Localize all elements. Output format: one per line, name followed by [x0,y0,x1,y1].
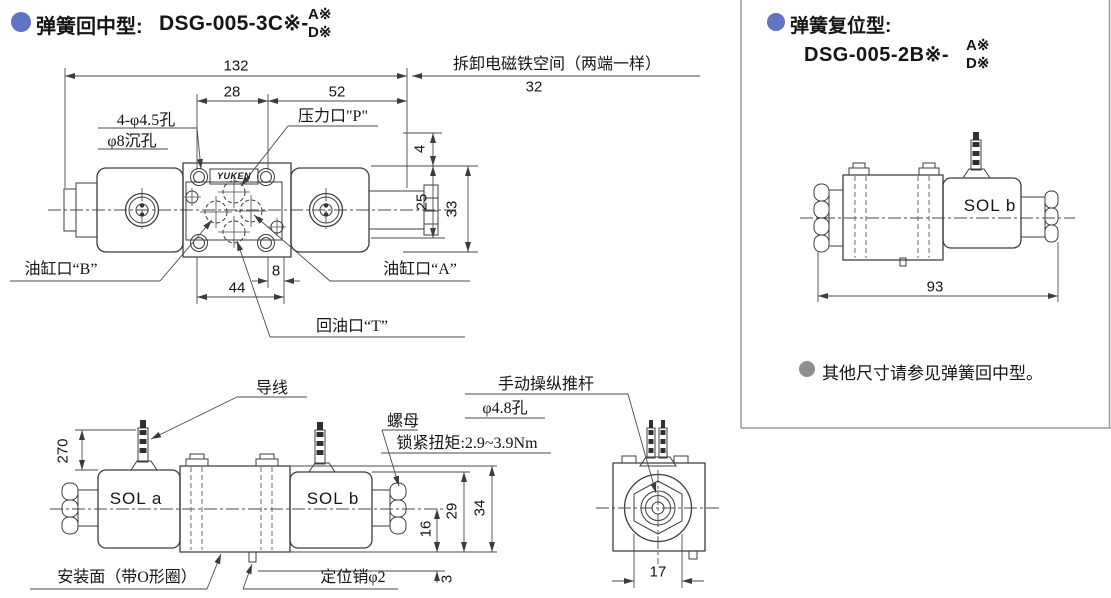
front-view-drawing [50,420,445,563]
dim-17-label: 17 [649,563,667,581]
right-panel-border [740,0,1111,429]
dim-270-label: 270 [54,438,72,464]
dim-16-label: 16 [417,520,435,538]
spring-centered-type-label: 弹簧回中型: [36,16,143,38]
dim-25-label: 25 [413,193,431,211]
spring-centered-option-a: A※ [308,6,332,23]
dim-33-label: 33 [443,200,461,218]
manual-push-rod-label: 手动操纵推杆 [497,376,595,393]
dim-8-label: 8 [271,262,281,280]
sol-b-label: SOL b [306,489,360,508]
section-bullet-icon [11,12,31,32]
spring-centered-model: DSG-005-3C※- [159,12,309,35]
port-a-label: 油缸口“A” [383,261,457,278]
spring-centered-option-d: D※ [308,24,332,41]
mounting-surface-label: 安装面（带O形圈） [57,569,197,586]
brand-logo: YUKEN [216,171,252,181]
nut-label: 螺母 [386,413,420,430]
dim-4-label: 4 [411,144,429,154]
dim-44-label: 44 [228,279,246,297]
holes-label-line2: φ8沉孔 [107,133,157,150]
note-bullet-icon [799,361,815,377]
dim-52-label: 52 [328,83,346,101]
dim-29-label: 29 [443,502,461,520]
lock-torque-label: 锁紧扭矩:2.9~3.9Nm [396,435,538,452]
dim-93-label: 93 [926,278,944,296]
spring-offset-option-a: A※ [966,37,990,54]
offset-sol-b-label: SOL b [963,196,1017,215]
dim-28-label: 28 [223,83,241,101]
top-view-drawing [48,162,456,258]
push-rod-hole-label: φ4.8孔 [482,400,528,417]
dim-34-label: 34 [471,499,489,517]
port-p-label: 压力口"P" [298,108,368,125]
section-bullet-icon [767,13,785,31]
offset-view-drawing [800,132,1075,302]
other-dimensions-note: 其他尺寸请参见弹簧回中型。 [822,364,1043,383]
locating-pin-label: 定位销φ2 [320,569,386,586]
spring-offset-type-label: 弹簧复位型: [790,16,892,37]
lead-wire-label: 导线 [255,380,289,397]
holes-label-line1: 4-φ4.5孔 [116,112,176,129]
spring-offset-model: DSG-005-2B※- [804,44,950,66]
front-view-dimensions [30,393,657,590]
port-t-label: 回油口“T” [316,318,388,335]
dim-3-label: 3 [438,574,456,584]
dim-32-label: 32 [525,78,543,96]
sol-a-label: SOL a [109,489,163,508]
removal-space-note-label: 拆卸电磁铁空间（两端一样） [452,56,662,73]
top-view-dimensions [10,68,700,338]
spring-offset-option-d: D※ [966,55,990,72]
end-view-drawing [596,420,722,588]
dim-132-label: 132 [223,57,249,75]
port-b-label: 油缸口“B” [24,261,98,278]
